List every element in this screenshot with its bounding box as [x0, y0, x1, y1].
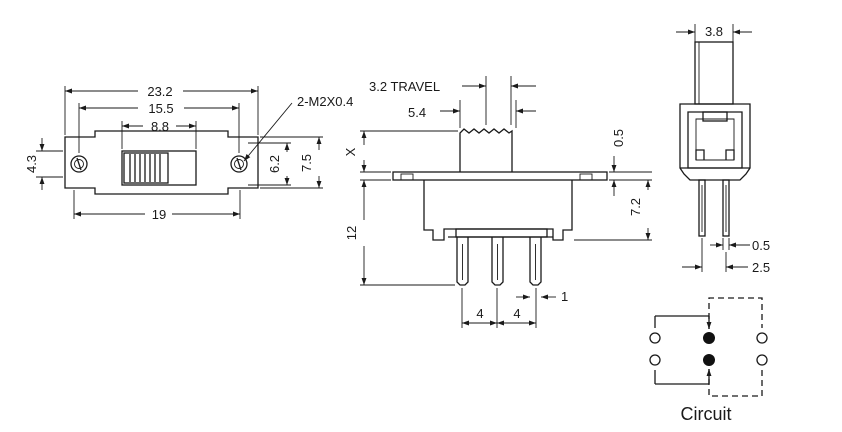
- front-view: 23.2 15.5 8.8 19 4.3 6.2: [24, 84, 353, 222]
- mount-hole-left: [70, 155, 88, 173]
- terminal-common-2: [703, 354, 715, 366]
- dim-overall-width: 23.2: [147, 84, 172, 99]
- travel-label: 3.2 TRAVEL: [369, 79, 440, 94]
- dim-pin-spacing: 2.5: [752, 260, 770, 275]
- actuator-lever: [459, 128, 513, 172]
- terminal-6: [756, 354, 768, 366]
- switch-body: [423, 180, 573, 241]
- dim-pin-thickness: 0.5: [752, 238, 770, 253]
- mount-hole-right: [230, 155, 248, 173]
- side-view: 3.2 TRAVEL 5.4 X 12 0.5 7.2: [343, 76, 652, 328]
- terminal-2: [649, 354, 661, 366]
- dim-mount-spacing: 15.5: [148, 101, 173, 116]
- terminal-common-1: [703, 332, 715, 344]
- pin-left: [456, 237, 469, 286]
- end-body-outline: [679, 103, 751, 181]
- dim-actuator-width: 5.4: [408, 105, 426, 120]
- dim-end-actuator: 3.8: [705, 24, 723, 39]
- mount-flange: [392, 171, 608, 181]
- dim-body-height: 7.2: [628, 198, 643, 216]
- knob-ridges: [129, 154, 161, 182]
- actuator-slot: [121, 150, 197, 186]
- dim-hole-height: 4.3: [24, 155, 39, 173]
- end-view: 3.8 0.5 2.5: [676, 24, 770, 275]
- dim-pin-width: 1: [561, 289, 568, 304]
- base-plate: [455, 228, 548, 238]
- end-terminal-right: [722, 179, 730, 237]
- front-body-outline: [64, 130, 259, 195]
- slider-knob: [123, 152, 169, 184]
- dim-pin-length: 12: [344, 226, 359, 240]
- terminal-1: [649, 332, 661, 344]
- dim-pin-pitch-2: 4: [513, 306, 520, 321]
- dim-slot-width: 8.8: [151, 119, 169, 134]
- end-actuator: [694, 41, 734, 105]
- pin-middle: [491, 237, 504, 286]
- dim-flange: 0.5: [611, 129, 626, 147]
- dim-outer-height: 7.5: [299, 154, 314, 172]
- dim-inner-height: 6.2: [267, 155, 282, 173]
- dim-actuator-height: X: [343, 147, 358, 156]
- circuit-label: Circuit: [680, 404, 731, 424]
- pin-right: [529, 237, 542, 286]
- dim-bottom-width: 19: [152, 207, 166, 222]
- circuit-diagram: Circuit: [649, 297, 768, 424]
- screw-callout: 2-M2X0.4: [297, 94, 353, 109]
- dim-pin-pitch-1: 4: [476, 306, 483, 321]
- end-terminal-left: [698, 179, 706, 237]
- terminal-5: [756, 332, 768, 344]
